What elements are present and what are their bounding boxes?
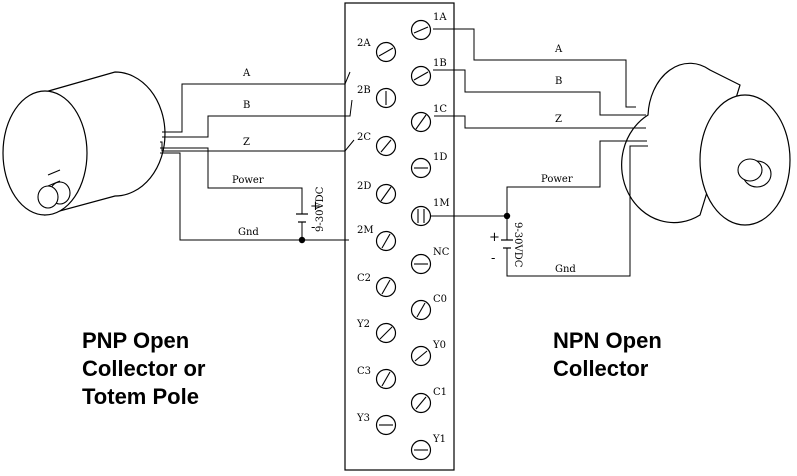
left-battery-minus: - xyxy=(311,220,315,235)
left-wire-power-label: Power xyxy=(232,175,264,186)
right-battery-minus: - xyxy=(491,251,495,266)
terminal-label-2D: 2D xyxy=(357,181,371,192)
terminal-label-C3: C3 xyxy=(357,366,371,377)
terminal-label-Y2: Y2 xyxy=(356,319,370,330)
left-wire-z-label: Z xyxy=(243,137,250,148)
left-encoder xyxy=(2,71,166,216)
left-terminal-labels: 2A 2B 2C 2D 2M C2 Y2 C3 Y3 xyxy=(356,38,374,424)
terminal-label-2M: 2M xyxy=(357,225,374,236)
left-wire-b-label: B xyxy=(243,100,250,111)
right-encoder-caption: NPN Open Collector xyxy=(553,327,662,383)
right-supply-voltage-label: 9-30VDC xyxy=(512,222,523,268)
terminal-label-NC: NC xyxy=(433,247,450,258)
terminal-label-C0: C0 xyxy=(433,294,447,305)
terminal-label-Y0: Y0 xyxy=(432,340,446,351)
left-wire-a-label: A xyxy=(242,68,251,79)
left-terminal-screws xyxy=(375,41,397,436)
right-terminal-labels: 1A 1B 1C 1D 1M NC C0 Y0 C1 Y1 xyxy=(432,12,450,445)
terminal-label-C2: C2 xyxy=(357,273,371,284)
right-wire-a-label: A xyxy=(554,44,563,55)
terminal-label-C1: C1 xyxy=(433,387,447,398)
terminal-label-1A: 1A xyxy=(433,12,447,23)
right-caption-line-2: Collector xyxy=(553,356,649,381)
right-wire-b-label: B xyxy=(555,76,562,87)
terminal-label-2A: 2A xyxy=(357,38,371,49)
terminal-label-1B: 1B xyxy=(433,58,447,69)
left-wiring xyxy=(160,71,355,244)
terminal-label-1C: 1C xyxy=(433,104,447,115)
left-encoder-caption: PNP Open Collector or Totem Pole xyxy=(82,327,205,411)
right-encoder xyxy=(621,62,791,226)
right-battery-plus: + xyxy=(489,230,500,245)
terminal-label-2C: 2C xyxy=(357,132,371,143)
terminal-label-1D: 1D xyxy=(433,152,447,163)
left-caption-line-3: Totem Pole xyxy=(82,384,199,409)
terminal-block xyxy=(344,2,455,471)
terminal-label-Y3: Y3 xyxy=(356,413,370,424)
right-wire-labels: A B Z Power Gnd + - 9-30VDC xyxy=(489,44,576,275)
terminal-label-1M: 1M xyxy=(433,198,450,209)
terminal-1M-screw[interactable] xyxy=(410,205,432,227)
right-wire-power-label: Power xyxy=(541,174,573,185)
left-supply-voltage-label: 9-30VDC xyxy=(315,186,326,232)
terminal-label-2B: 2B xyxy=(357,85,371,96)
left-battery-plus: + xyxy=(310,199,321,214)
right-wiring xyxy=(430,28,648,277)
terminal-label-Y1: Y1 xyxy=(432,434,446,445)
left-wire-gnd-label: Gnd xyxy=(238,227,259,238)
right-caption-line-1: NPN Open xyxy=(553,328,662,353)
left-caption-line-1: PNP Open xyxy=(82,328,190,353)
right-terminal-screws xyxy=(410,19,432,461)
right-wire-gnd-label: Gnd xyxy=(555,264,576,275)
left-caption-line-2: Collector or xyxy=(82,356,206,381)
left-wire-labels: A B Z Power Gnd + - 9-30VDC xyxy=(232,68,326,238)
right-wire-z-label: Z xyxy=(555,114,562,125)
